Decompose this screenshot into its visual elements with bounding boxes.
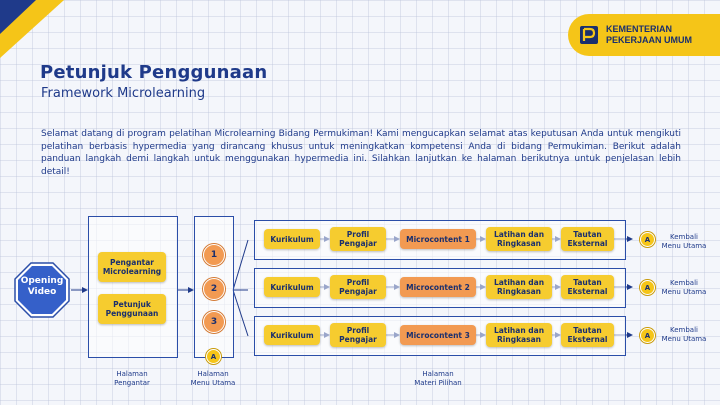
caption-line-1: Halaman bbox=[197, 370, 229, 378]
intro-pages-panel bbox=[88, 216, 178, 358]
microcontent-2-button[interactable]: Microcontent 2 bbox=[400, 277, 476, 297]
opening-line-2: Video bbox=[27, 287, 57, 297]
latihan-line-2: Ringkasan bbox=[497, 335, 541, 344]
kembali-badge-3[interactable]: A bbox=[640, 328, 655, 343]
latihan-line-1: Latihan dan bbox=[493, 230, 545, 239]
menu-a-badge: A bbox=[206, 349, 221, 364]
kembali-line-1: Kembali bbox=[670, 279, 698, 287]
octagon-shape bbox=[14, 262, 70, 318]
latihan-line-1: Latihan dan bbox=[493, 326, 545, 335]
profil-line-2: Pengajar bbox=[339, 287, 377, 296]
page-subtitle: Framework Microlearning bbox=[41, 86, 206, 101]
opening-video-button[interactable]: Opening Video bbox=[14, 262, 70, 318]
caption-line-1: Halaman bbox=[422, 370, 454, 378]
opening-line-1: Opening bbox=[20, 276, 64, 286]
tautan-line-1: Tautan bbox=[573, 230, 602, 239]
latihan-line-1: Latihan dan bbox=[493, 278, 545, 287]
kembali-line-2: Menu Utama bbox=[661, 288, 707, 296]
tautan-line-2: Eksternal bbox=[567, 287, 608, 296]
kembali-line-2: Menu Utama bbox=[661, 242, 707, 250]
kurikulum-button-2[interactable]: Kurikulum bbox=[264, 277, 320, 297]
menu-number-2[interactable]: 2 bbox=[203, 278, 225, 300]
brand-line-2: PEKERJAAN UMUM bbox=[606, 35, 693, 45]
brand-name: KEMENTERIAN PEKERJAAN UMUM bbox=[606, 24, 692, 46]
tautan-line-2: Eksternal bbox=[567, 335, 608, 344]
microcontent-1-button[interactable]: Microcontent 1 bbox=[400, 229, 476, 249]
menu-number-3[interactable]: 3 bbox=[203, 311, 225, 333]
caption-line-2: Materi Pilihan bbox=[414, 379, 462, 387]
menu-number-1[interactable]: 1 bbox=[203, 244, 225, 266]
kembali-line-2: Menu Utama bbox=[661, 335, 707, 343]
profil-line-1: Profil bbox=[346, 230, 370, 239]
latihan-line-2: Ringkasan bbox=[497, 239, 541, 248]
tautan-line-1: Tautan bbox=[573, 326, 602, 335]
latihan-line-2: Ringkasan bbox=[497, 287, 541, 296]
kembali-line-1: Kembali bbox=[670, 233, 698, 241]
petunjuk-line-1: Petunjuk bbox=[113, 300, 151, 309]
kurikulum-button-1[interactable]: Kurikulum bbox=[264, 229, 320, 249]
brand-badge: KEMENTERIAN PEKERJAAN UMUM bbox=[568, 14, 720, 56]
page-title: Petunjuk Penggunaan bbox=[40, 62, 268, 83]
profil-line-2: Pengajar bbox=[339, 239, 377, 248]
intro-paragraph: Selamat datang di program pelatihan Micr… bbox=[41, 129, 681, 177]
brand-line-1: KEMENTERIAN bbox=[606, 24, 673, 34]
profil-line-2: Pengajar bbox=[339, 335, 377, 344]
tautan-line-2: Eksternal bbox=[567, 239, 608, 248]
kurikulum-button-3[interactable]: Kurikulum bbox=[264, 325, 320, 345]
kembali-line-1: Kembali bbox=[670, 326, 698, 334]
pengantar-line-1: Pengantar bbox=[109, 258, 155, 267]
caption-line-1: Halaman bbox=[116, 370, 148, 378]
profil-line-1: Profil bbox=[346, 326, 370, 335]
pu-logo-icon bbox=[580, 26, 598, 44]
caption-line-2: Menu Utama bbox=[190, 379, 236, 387]
caption-line-2: Pengantar bbox=[114, 379, 150, 387]
kembali-badge-1[interactable]: A bbox=[640, 232, 655, 247]
pengantar-line-2: Microlearning bbox=[102, 267, 162, 276]
opening-video-label: Opening Video bbox=[14, 276, 70, 298]
kembali-badge-2[interactable]: A bbox=[640, 280, 655, 295]
profil-line-1: Profil bbox=[346, 278, 370, 287]
microcontent-3-button[interactable]: Microcontent 3 bbox=[400, 325, 476, 345]
corner-decoration-navy bbox=[0, 0, 36, 34]
petunjuk-line-2: Penggunaan bbox=[105, 309, 159, 318]
tautan-line-1: Tautan bbox=[573, 278, 602, 287]
